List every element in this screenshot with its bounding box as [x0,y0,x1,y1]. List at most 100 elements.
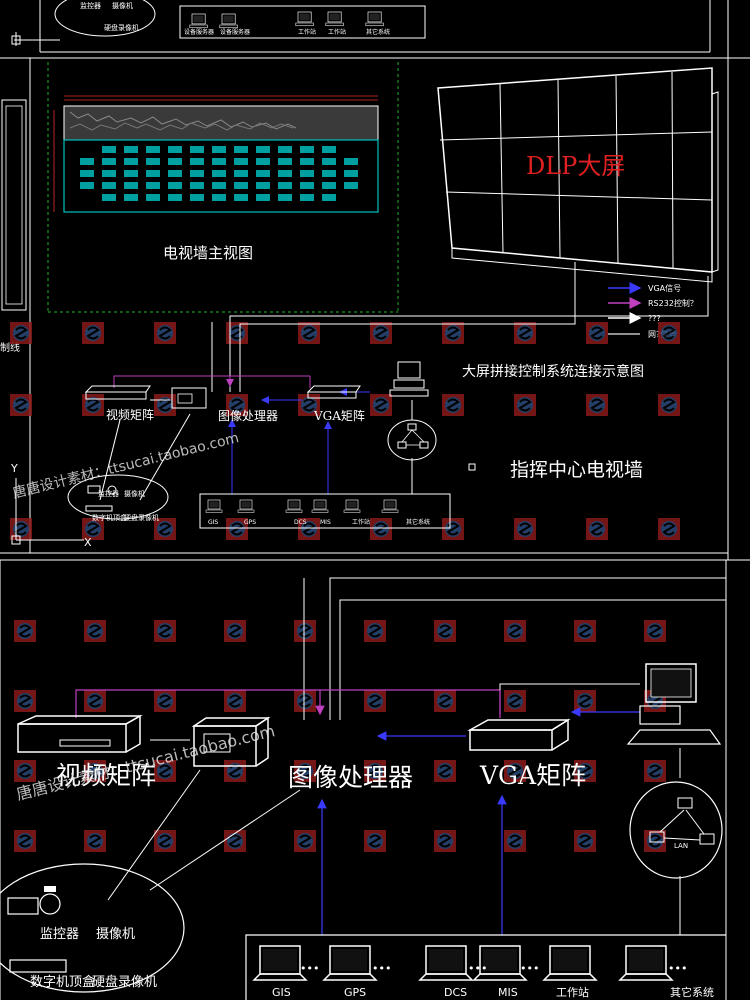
signal-legend [608,282,642,335]
tv-screen-cell [102,146,116,153]
logo-mark [513,321,537,345]
s1-device-label: GIS [208,519,218,526]
s2-device-icon [323,945,377,981]
s2-dvr-label-dvr: 硬盘录像机 [92,974,157,990]
tv-screen-cell [256,170,270,177]
section-1-connections [99,262,709,501]
s1-camera-cluster [67,474,169,520]
logo-mark [513,393,537,417]
s2-device-label: 工作站 [556,985,589,999]
tv-screen-cell [190,170,204,177]
top-device-4: 工作站 [328,28,346,36]
s2-lan-cloud [629,781,723,879]
logo-mark [433,619,457,643]
s2-label-image-processor: 图像处理器 [288,763,413,792]
s1-device-icon [381,499,399,513]
logo-mark [585,517,609,541]
s2-label-vga-matrix: VGA矩阵 [479,761,586,790]
tv-screen-cell [322,182,336,189]
s2-bottom-device-icons: ••••••••••••••• [253,945,687,981]
logo-mark [643,619,667,643]
legend-rs232: RS232控制？ [648,298,698,308]
tv-screen-cell [102,170,116,177]
logo-mark [225,321,249,345]
logo-mark [573,619,597,643]
axis-x-label: X [84,536,92,549]
ellipsis-dots: ••• [520,962,539,975]
left-fragment-text: 制线 [0,341,20,354]
s2-device-icon [619,945,673,981]
tv-screen-cell [190,182,204,189]
tv-screen-cell [146,146,160,153]
s1-device-label: 其它系统 [406,518,430,526]
s1-bottom-devices-box [199,493,451,529]
top-strip: 监控器 摄像机 硬盘录像机 设备服务器 设备服务器 工作站 工作站 其它系统 [0,0,750,59]
tv-screen-cell [124,170,138,177]
s1-lan-cloud [387,419,437,461]
logo-mark [13,689,37,713]
logo-mark [293,829,317,853]
tv-screen-cell [256,158,270,165]
s1-device-icon [311,499,329,513]
tv-screen-cell [300,182,314,189]
s1-bottom-device-icons [205,499,399,513]
logo-mark [153,689,177,713]
s1-device-label: MIS [320,519,331,526]
logo-mark [441,517,465,541]
logo-mark [13,829,37,853]
tv-screen-cell [278,146,292,153]
tv-screen-cell [256,146,270,153]
top-label-monitor: 监控器 [80,1,101,10]
s1-device-icon [343,499,361,513]
s2-device-label: 其它系统 [670,985,714,999]
dlp-screen [437,67,719,283]
logo-mark [293,689,317,713]
logo-mark [153,619,177,643]
s1-dvr-label-stb: 数字机顶盒 [92,513,127,522]
tv-screen-cell [212,194,226,201]
s2-lan-label: LAN [674,842,688,850]
tv-screen-cell [168,158,182,165]
s1-dvr-label-dvr: 硬盘录像机 [124,513,159,522]
dlp-caption: DLP大屏 [526,152,625,180]
tv-screen-cell [190,146,204,153]
tv-screen-cell [146,158,160,165]
logo-mark [573,689,597,713]
top-device-2: 设备服务器 [220,28,250,36]
logo-mark [503,689,527,713]
tv-screen-cell [212,146,226,153]
logo-mark [297,321,321,345]
tv-wall-front-view [53,95,379,213]
s2-device-label: GPS [344,986,366,999]
logo-mark [433,829,457,853]
tv-screen-cell [168,182,182,189]
s1-device-icon [237,499,255,513]
s1-device-label: GPS [244,519,256,526]
tv-screen-cell [234,170,248,177]
logo-mark [369,321,393,345]
logo-mark [153,393,177,417]
tv-screen-cell [322,158,336,165]
logo-mark [153,829,177,853]
tv-screen-cell [300,170,314,177]
logo-mark [503,619,527,643]
s1-video-matrix-device [84,385,151,400]
legend-unknown: ??? [648,314,661,323]
tv-screen-cell [256,194,270,201]
tv-screen-cell [234,146,248,153]
s2-video-matrix-device [17,714,143,753]
tv-screen-cell [102,158,116,165]
tv-screen-cell [278,194,292,201]
tv-screen-cell [322,146,336,153]
logo-mark [441,393,465,417]
logo-mark [363,619,387,643]
tv-screen-cell [168,194,182,201]
logo-mark [369,393,393,417]
tv-screen-cell [124,158,138,165]
tv-screen-cell [124,146,138,153]
logo-mark [573,829,597,853]
ellipsis-dots: ••• [372,962,391,975]
s1-vga-matrix-device [306,385,361,399]
tv-screen-cell [168,146,182,153]
logo-mark [585,393,609,417]
